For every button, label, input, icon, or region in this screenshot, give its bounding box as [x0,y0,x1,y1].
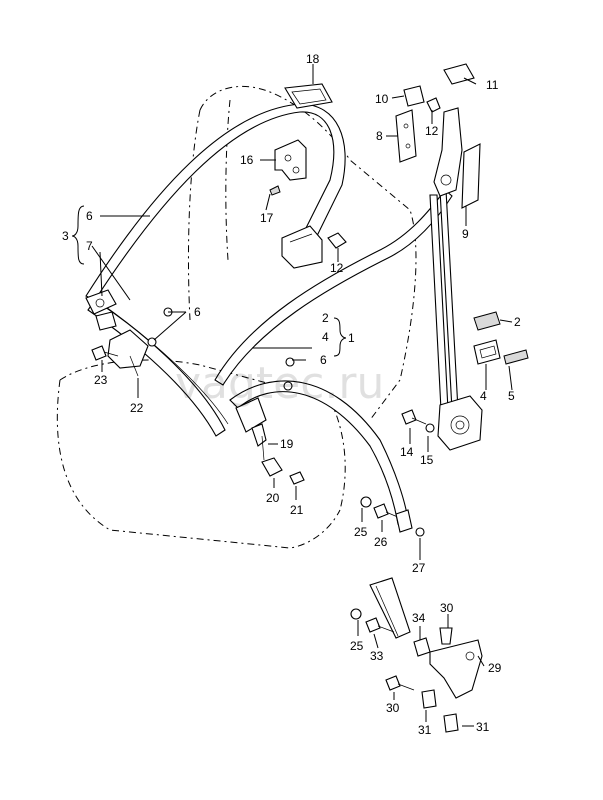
part-6-nuts-left [147,307,173,347]
watermark: vagtec.ru [175,358,384,409]
part-23-bolt [91,345,119,361]
callout-21: 21 [290,503,304,517]
callout-26: 26 [374,535,388,549]
part-25-nut-b [350,608,362,620]
shoulder-buckle [281,225,323,269]
callout-18: 18 [306,52,320,66]
callout-25-upper: 25 [354,525,368,539]
callout-19: 19 [280,437,294,451]
callout-7: 7 [86,239,93,253]
callout-23: 23 [94,373,108,387]
callout-8: 8 [376,129,383,143]
part-16-bracket [274,139,307,181]
callout-11: 11 [486,78,499,92]
callout-12-lower: 12 [330,261,344,275]
part-21-bolt [289,471,305,485]
callout-31-right: 31 [476,720,490,734]
part-5-strip [503,349,529,365]
callout-15: 15 [420,453,434,467]
part-15-washer [425,423,435,433]
part-34-spacer [413,637,431,657]
retractor [437,395,483,451]
part-22-buckle [107,329,149,377]
part-9-trim [461,143,481,209]
callout-12-upper: 12 [425,124,439,138]
callout-34: 34 [412,611,426,625]
part-25-nut-a [360,496,372,508]
part-17-screw [269,185,281,196]
callout-6-centre: 6 [320,353,327,367]
callout-17: 17 [260,211,274,225]
callout-1: 1 [348,331,355,345]
part-18-cover [284,83,333,109]
callout-4-group: 4 [322,330,329,344]
callout-33: 33 [370,649,384,663]
callout-20: 20 [266,491,280,505]
part-31-clip-b [443,713,459,733]
callout-10: 10 [375,92,389,106]
callout-5: 5 [508,389,515,403]
part-30-bolt-bottom [385,675,415,691]
part-31-clip-a [421,689,437,709]
callout-27: 27 [412,561,426,575]
part-27-washer [415,527,425,537]
lower-anchor [395,509,413,533]
part-4-bezel [473,339,501,365]
callout-6-group: 6 [86,209,93,223]
callout-2-group: 2 [322,311,329,325]
shoulder-belt-rear [85,103,346,301]
brace-3 [71,205,85,265]
part-14-bolt [401,409,427,425]
callout-3: 3 [62,229,69,243]
part-19-buckle [235,397,267,461]
leader-lines [91,64,513,727]
part-10-plate [403,85,425,107]
callout-22: 22 [130,401,144,415]
callout-14: 14 [400,445,414,459]
belt-anchor-left [85,289,117,331]
part-6-nuts-centre [283,357,295,391]
brace-1 [333,317,347,357]
retractor-belt [429,189,459,411]
callout-30-lower: 30 [386,701,400,715]
lower-belt [369,577,411,639]
part-2-cover [473,311,501,331]
callout-6-left: 6 [194,305,201,319]
callout-labels: 18 11 10 12 8 16 17 12 9 6 3 7 6 2 1 4 6… [62,52,521,737]
callout-29: 29 [488,661,502,675]
part-8-rail [395,109,417,163]
callout-2: 2 [514,315,521,329]
belt-guide-upper [433,107,463,197]
part-33-bolt [365,617,395,633]
callout-4: 4 [480,389,487,403]
callout-9: 9 [462,227,469,241]
part-12-bolt-b [426,97,441,113]
callout-16: 16 [240,153,254,167]
callout-25-lower: 25 [350,639,364,653]
callout-31-left: 31 [418,723,432,737]
callout-30-upper: 30 [440,601,454,615]
part-20-plate [261,457,283,477]
part-30-bolt-top [439,627,453,645]
part-29-bracket [429,639,483,699]
part-12-bolt-a [327,232,347,249]
